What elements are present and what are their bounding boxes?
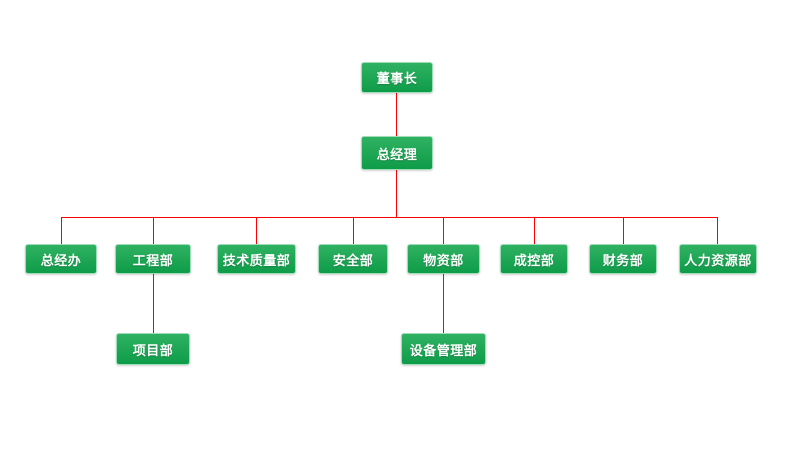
connector-materials-to-equipment bbox=[443, 274, 444, 333]
connector-drop-cost-control bbox=[534, 217, 535, 244]
node-cost-control-label: 成控部 bbox=[513, 252, 555, 268]
node-cost-control: 成控部 bbox=[500, 244, 568, 274]
connector-engineering-to-project bbox=[153, 274, 154, 333]
connector-drop-engineering bbox=[153, 217, 154, 244]
node-materials-label: 物资部 bbox=[423, 252, 464, 268]
node-equipment-management: 设备管理部 bbox=[401, 333, 486, 365]
connector-gm-to-bus bbox=[396, 170, 397, 217]
node-human-resources: 人力资源部 bbox=[679, 244, 757, 274]
node-tech-quality-label: 技术质量部 bbox=[222, 252, 291, 268]
node-materials: 物资部 bbox=[407, 244, 480, 274]
node-safety-label: 安全部 bbox=[332, 252, 374, 268]
connector-bus-line bbox=[61, 217, 717, 218]
node-equipment-management-label: 设备管理部 bbox=[409, 342, 478, 358]
node-engineering: 工程部 bbox=[115, 244, 191, 274]
connector-chairman-to-gm bbox=[396, 93, 397, 136]
connector-drop-safety bbox=[353, 217, 354, 244]
node-general-manager-label: 总经理 bbox=[376, 146, 418, 162]
connector-drop-materials bbox=[443, 217, 444, 244]
node-engineering-label: 工程部 bbox=[132, 252, 174, 268]
connector-drop-tech-quality bbox=[256, 217, 257, 244]
node-project: 项目部 bbox=[116, 333, 190, 365]
connector-drop-general-office bbox=[61, 217, 62, 244]
connector-drop-human-resources bbox=[717, 217, 718, 244]
node-general-manager: 总经理 bbox=[361, 136, 433, 170]
node-chairman: 董事长 bbox=[361, 62, 433, 93]
node-safety: 安全部 bbox=[318, 244, 388, 274]
node-chairman-label: 董事长 bbox=[376, 71, 418, 86]
node-tech-quality: 技术质量部 bbox=[217, 244, 296, 274]
node-finance-label: 财务部 bbox=[602, 252, 644, 268]
connector-drop-finance bbox=[623, 217, 624, 244]
node-human-resources-label: 人力资源部 bbox=[684, 252, 752, 268]
node-general-office: 总经办 bbox=[25, 244, 97, 274]
node-finance: 财务部 bbox=[589, 244, 657, 274]
node-project-label: 项目部 bbox=[132, 342, 174, 358]
node-general-office-label: 总经办 bbox=[40, 252, 82, 268]
